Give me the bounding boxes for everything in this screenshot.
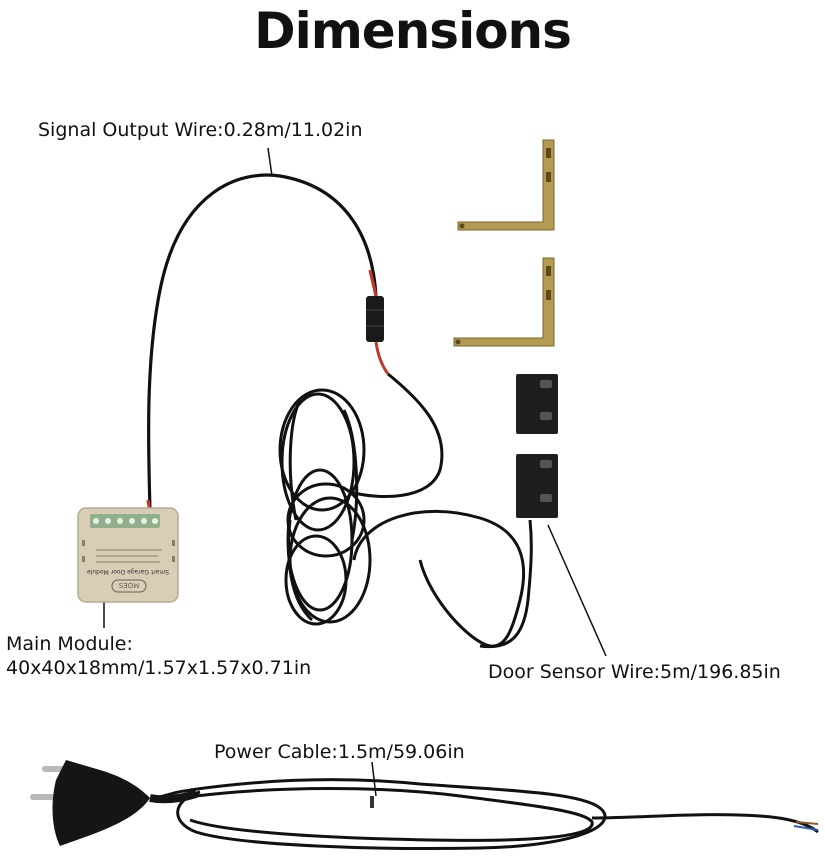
signal-wire-red-end — [368, 269, 378, 297]
mounting-bracket-1 — [457, 139, 555, 231]
door-sensor-wire-label: Door Sensor Wire:5m/196.85in — [488, 661, 781, 683]
door-sensor-leader — [547, 524, 607, 657]
page-title: Dimensions — [254, 2, 572, 60]
door-magnet — [516, 374, 558, 434]
door-sensor — [516, 454, 558, 518]
euro-plug — [30, 760, 198, 846]
main-module-label-line2: 40x40x18mm/1.57x1.57x0.71in — [6, 657, 312, 679]
door-sensor-wire-coil — [278, 372, 533, 649]
main-module-label-line1: Main Module: — [6, 633, 133, 655]
wire-connector — [366, 296, 384, 342]
signal-wire-leader — [267, 147, 273, 177]
main-module: Smart Garage Door Module MOES — [77, 507, 179, 603]
power-cable-label: Power Cable:1.5m/59.06in — [214, 741, 465, 763]
signal-wire-label: Signal Output Wire:0.28m/11.02in — [38, 119, 363, 141]
module-product-name: Smart Garage Door Module — [87, 568, 169, 575]
signal-output-wire — [146, 173, 378, 511]
power-cable — [149, 778, 819, 850]
mounting-bracket-2 — [453, 257, 555, 347]
power-cable-leader — [371, 761, 377, 797]
module-brand-logo: MOES — [118, 581, 139, 589]
